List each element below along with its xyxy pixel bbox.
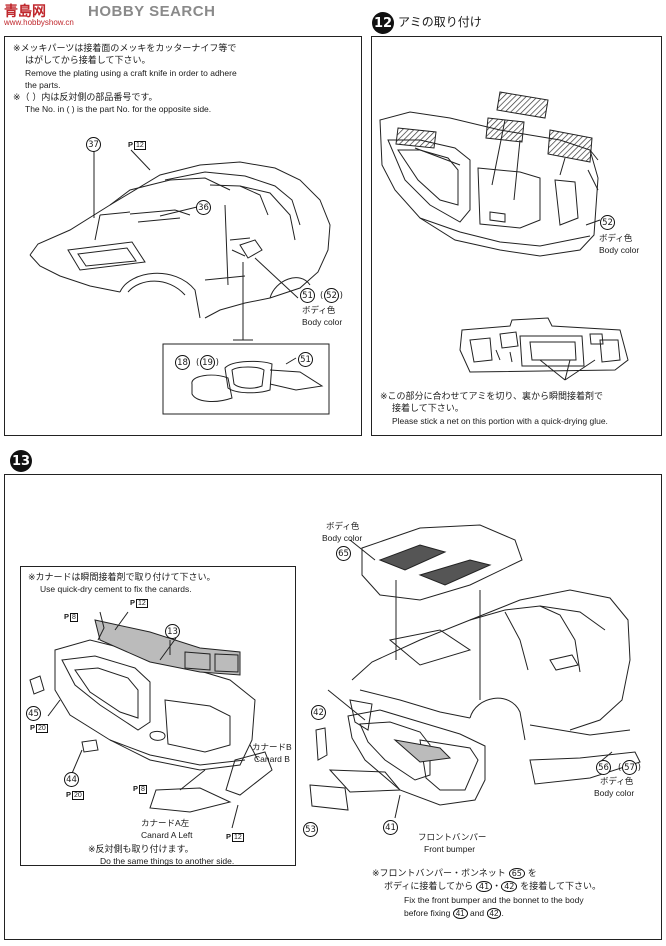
note-jp-text-3: ボディに接着してから <box>384 882 474 892</box>
step12-note-jp-2: 接着して下さい。 <box>392 404 464 414</box>
brand-header: 青島网 www.hobbyshow.cn HOBBY SEARCH <box>0 0 220 27</box>
step11-note2-en: The No. in ( ) is the part No. for the o… <box>25 104 212 114</box>
step11-panel <box>4 36 362 436</box>
step13-note-en-2: before fixing 41 and 42. <box>404 908 504 919</box>
step12-number: 12 <box>372 12 394 34</box>
step13-hood-body-color-jp: ボディ色 <box>326 521 360 531</box>
brand-cn: 青島网 <box>4 4 46 20</box>
step13-hood-body-color-en: Body color <box>322 533 363 543</box>
step13-part-57: 57 <box>618 760 641 775</box>
step11-part-19: 19 <box>196 355 219 370</box>
step11-body-color-en: Body color <box>302 317 343 327</box>
step12-part-52: 52 <box>600 215 615 230</box>
ptag-letter: P <box>130 598 136 607</box>
step11-part-51b: 51 <box>298 352 313 367</box>
step12-note-jp-1: ※この部分に合わせてアミを切り、裏から瞬間接着剤で <box>380 392 604 402</box>
ptag-letter: P <box>30 723 36 732</box>
step13-inset <box>20 566 296 866</box>
step11-part-51: 51 <box>300 288 315 303</box>
step11-body-color-jp: ボディ色 <box>302 305 336 315</box>
ptag-num: 12 <box>232 833 244 842</box>
ptag-letter: P <box>133 784 139 793</box>
step12-body-color-en: Body color <box>599 245 640 255</box>
ptag-num: 20 <box>72 791 84 800</box>
canard-b-en: Canard B <box>254 754 290 764</box>
step11-note1-en-1: Remove the plating using a craft knife i… <box>25 68 237 78</box>
step13-note-jp-1: ※フロントバンパー・ボンネット 65 を <box>372 868 537 880</box>
note-en-ref-41: 41 <box>452 908 468 919</box>
note-jp-text-2: を <box>527 869 537 879</box>
step13-side-body-color-jp: ボディ色 <box>600 776 634 786</box>
ptag-num: 8 <box>139 785 147 794</box>
ptag-letter: P <box>66 790 72 799</box>
ptag-num: 12 <box>136 599 148 608</box>
step11-part-52: 52 <box>320 288 343 303</box>
step11-part-18: 18 <box>175 355 190 370</box>
ptag-num: 8 <box>70 613 78 622</box>
note-jp-ref-42: 42 <box>501 881 518 892</box>
ptag-num: 20 <box>36 724 48 733</box>
inset-opp-jp: ※反対側も取り付けます。 <box>88 845 194 855</box>
ptag-letter: P <box>226 832 232 841</box>
ptag-num: 12 <box>134 141 146 150</box>
canard-b-jp: カナードB <box>252 742 292 752</box>
note-en-text-6: . <box>501 908 504 918</box>
step11-note1-jp-2: はがしてから接着して下さい。 <box>25 56 151 66</box>
canard-a-jp: カナードA左 <box>141 818 190 828</box>
ptag-letter: P <box>64 612 70 621</box>
step13-note-jp-2: ボディに接着してから 41・42 を接着して下さい。 <box>384 881 601 893</box>
step13-part-13: 13 <box>165 624 180 639</box>
step12-title: アミの取り付け <box>398 15 482 29</box>
step13-part-41: 41 <box>383 820 398 835</box>
brand-text: HOBBY SEARCH <box>88 3 216 20</box>
step11-note2-jp: ※（ ）内は反対側の部品番号です。 <box>13 93 158 103</box>
step11-part-36: 36 <box>196 200 211 215</box>
step11-note1-en-2: the parts. <box>25 80 61 90</box>
note-en-text-4: and <box>469 908 485 918</box>
note-jp-text-7: を接着して下さい。 <box>520 882 601 892</box>
step13-number: 13 <box>10 450 32 472</box>
front-bumper-en: Front bumper <box>424 844 476 854</box>
step12-panel <box>371 36 662 436</box>
note-jp-ref-41: 41 <box>475 881 493 892</box>
note-jp-ref-65: 65 <box>508 868 525 879</box>
canard-a-en: Canard A Left <box>141 830 193 840</box>
step13-part-44: 44 <box>64 772 79 787</box>
note-jp-text-1: ※フロントバンパー・ボンネット <box>372 869 506 879</box>
front-bumper-jp: フロントバンパー <box>418 832 487 842</box>
step12-note-en: Please stick a net on this portion with … <box>392 416 608 426</box>
step13-inset-note-en: Use quick-dry cement to fix the canards. <box>40 584 192 594</box>
step13-panel <box>4 474 662 940</box>
note-en-ref-42: 42 <box>486 908 502 919</box>
brand-url: www.hobbyshow.cn <box>4 18 74 27</box>
inset-opp-en: Do the same things to another side. <box>100 856 235 866</box>
step12-body-color-jp: ボディ色 <box>599 233 633 243</box>
ptag-letter: P <box>128 140 134 149</box>
step13-part-65: 65 <box>336 546 351 561</box>
step13-side-body-color-en: Body color <box>594 788 635 798</box>
step13-part-45: 45 <box>26 706 41 721</box>
step13-note-en-1: Fix the front bumper and the bonnet to t… <box>404 895 584 905</box>
step13-part-42: 42 <box>311 705 326 720</box>
step13-part-56: 56 <box>596 760 611 775</box>
step13-part-53: 53 <box>303 822 318 837</box>
note-jp-sep: ・ <box>492 882 502 892</box>
note-en-text-2: before fixing <box>404 908 451 918</box>
step11-part-37: 37 <box>86 137 101 152</box>
step11-note1-jp-1: ※メッキパーツは接着面のメッキをカッターナイフ等で <box>13 44 237 54</box>
step13-inset-note-jp: ※カナードは瞬間接着剤で取り付けて下さい。 <box>28 573 216 583</box>
